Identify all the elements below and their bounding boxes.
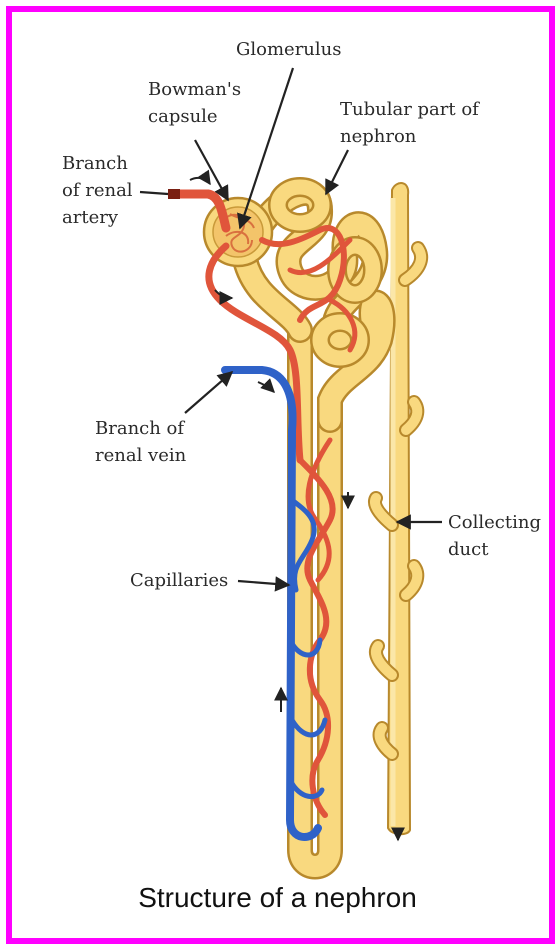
label-glomerulus: Glomerulus [236, 36, 341, 63]
label-artery-line-1: Branch [62, 150, 133, 177]
collecting-duct [375, 183, 421, 840]
label-vein-line-2: renal vein [95, 442, 186, 469]
label-vein-line-1: Branch of [95, 415, 186, 442]
label-bowmans-line-2: capsule [148, 103, 241, 130]
label-tubular-part: Tubular part of nephron [340, 96, 479, 150]
label-renal-artery: Branch of renal artery [62, 150, 133, 231]
capillaries-leader [238, 581, 289, 585]
label-duct-line-1: Collecting [448, 509, 541, 536]
label-artery-line-2: of renal [62, 177, 133, 204]
figure-caption: Structure of a nephron [0, 882, 555, 914]
label-renal-vein: Branch of renal vein [95, 415, 186, 469]
label-bowmans-capsule: Bowman's capsule [148, 76, 241, 130]
label-collecting-duct: Collecting duct [448, 509, 541, 563]
label-bowmans-line-1: Bowman's [148, 76, 241, 103]
renal-vein-leader [185, 372, 232, 413]
label-capillaries: Capillaries [130, 567, 228, 594]
label-artery-line-3: artery [62, 204, 133, 231]
renal-artery-leader [140, 192, 168, 194]
label-duct-line-2: duct [448, 536, 541, 563]
label-tubular-line-1: Tubular part of [340, 96, 479, 123]
label-tubular-line-2: nephron [340, 123, 479, 150]
tubular-part-leader [326, 150, 348, 194]
